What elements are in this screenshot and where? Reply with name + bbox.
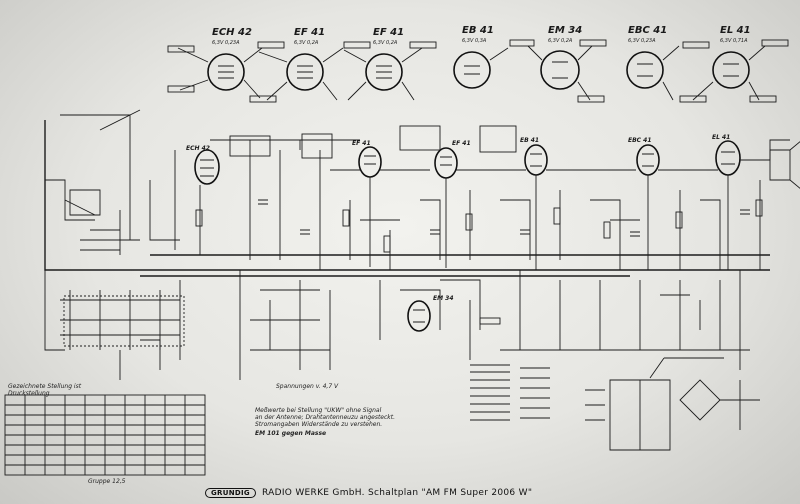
schematic-label-4: EM 34	[433, 295, 454, 302]
grundig-logo: GRUNDIG	[205, 488, 256, 498]
tube-labels-top: ECH 42 6,3V 0,23A EF 41 6,3V 0,2A EF 41 …	[212, 25, 751, 46]
switch-table	[4, 394, 206, 476]
pinout-el41	[712, 51, 750, 89]
pinout-em34	[540, 50, 580, 90]
schematic-label-0: ECH 42	[186, 145, 210, 152]
tube-label-0: ECH 42	[212, 27, 252, 38]
tube-ef41-b	[434, 147, 458, 179]
tube-spec-2: 6,3V 0,2A	[373, 40, 398, 46]
tube-eb41	[524, 144, 548, 176]
schematic-label-5: EBC 41	[628, 137, 652, 144]
pinout-ef41-b	[365, 53, 403, 91]
tube-label-3: EB 41	[462, 25, 494, 36]
tube-spec-3: 6,3V 0,3A	[462, 38, 487, 44]
tube-ech42	[194, 149, 220, 185]
tube-label-5: EBC 41	[628, 25, 667, 36]
switch-position-note: Gezeichnete Stellung ist Druckstellung	[8, 383, 82, 397]
tube-spec-0: 6,3V 0,23A	[212, 40, 240, 46]
tube-el41	[715, 140, 741, 176]
tube-pinouts	[167, 39, 789, 103]
group-note: Gruppe 12,5	[88, 478, 126, 485]
schematic-label-3: EB 41	[520, 137, 539, 144]
tube-label-1: EF 41	[294, 27, 325, 38]
voltage-note: Spannungen v. 4,7 V	[276, 383, 339, 390]
tube-em34	[407, 300, 431, 332]
tube-label-4: EM 34	[548, 25, 582, 36]
measure-note-2: an der Antenne; Drahtantenneuzu angestec…	[255, 414, 396, 421]
schematic-label-1: EF 41	[352, 140, 371, 147]
tube-label-6: EL 41	[720, 25, 751, 36]
measure-note-3: Stromangaben Widerstände zu verstehen.	[255, 421, 383, 428]
schematic-footer: GRUNDIG RADIO WERKE GmbH. Schaltplan "AM …	[205, 488, 532, 498]
measure-note-1: Meßwerte bei Stellung "UKW" ohne Signal	[255, 407, 382, 414]
measure-note-4: EM 101 gegen Masse	[255, 430, 327, 437]
tube-label-2: EF 41	[373, 27, 404, 38]
tube-spec-5: 6,3V 0,23A	[628, 38, 656, 44]
tube-labels-schematic: ECH 42 EF 41 EF 41 EB 41 EM 34 EBC 41 EL…	[186, 134, 730, 302]
wiring	[44, 109, 800, 451]
pinout-ech42	[207, 53, 245, 91]
schematic-tubes	[194, 140, 741, 332]
footer-title: RADIO WERKE GmbH. Schaltplan "AM FM Supe…	[261, 488, 533, 498]
tube-spec-4: 6,3V 0,2A	[548, 38, 573, 44]
schematic-label-6: EL 41	[712, 134, 730, 141]
schematic-label-2: EF 41	[452, 140, 471, 147]
tube-ef41-a	[358, 146, 382, 178]
pinout-ef41-a	[286, 53, 324, 91]
tube-spec-6: 6,3V 0,71A	[720, 38, 748, 44]
pinout-ebc41	[626, 51, 664, 89]
pinout-eb41	[453, 51, 491, 89]
tube-spec-1: 6,3V 0,2A	[294, 40, 319, 46]
tube-ebc41	[636, 144, 660, 176]
